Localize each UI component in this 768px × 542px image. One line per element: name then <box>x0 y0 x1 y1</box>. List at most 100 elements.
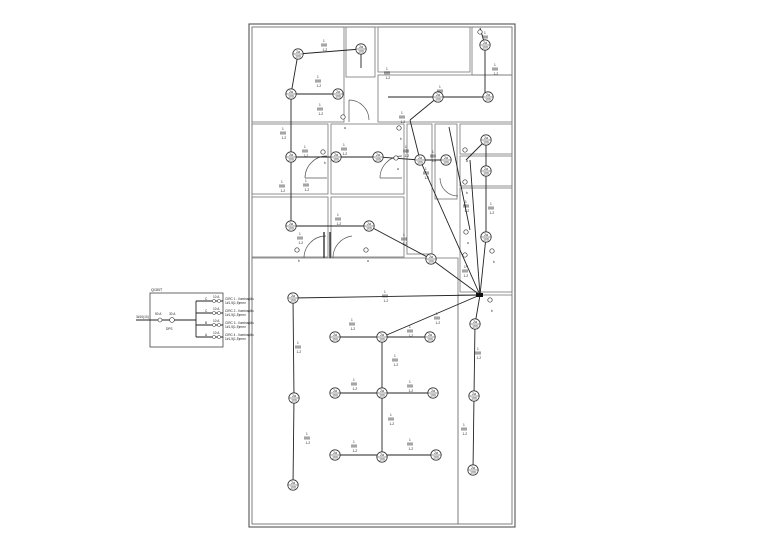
tick-circuit: 1 <box>409 325 411 329</box>
tick-circuit: 1 <box>319 103 321 107</box>
wire-tick-mark: 1 1-2 <box>407 380 413 393</box>
tick-circuit: 1 <box>384 290 386 294</box>
light-switch: b <box>320 149 326 165</box>
tick-tag: 1-2 <box>394 363 399 367</box>
wire-segment <box>381 294 481 338</box>
room-top-right-lower <box>377 74 513 123</box>
lamp-power: 100 <box>485 98 491 102</box>
tick-circuit: 1 <box>323 39 325 43</box>
switch-label: b <box>400 137 402 141</box>
lamp-point-id: 2a <box>483 41 487 45</box>
tick-tag: 1-2 <box>409 389 414 393</box>
lamp-point-id: 2a <box>289 90 293 94</box>
tick-circuit: 1 <box>394 354 396 358</box>
light-switch: a <box>463 229 469 245</box>
circuit-label: CIRC 1 - Iluminação <box>225 297 254 301</box>
tick-circuit: 1 <box>305 179 307 183</box>
circuit-breaker: 10 A <box>213 307 220 311</box>
tick-tag: 1-2 <box>436 321 441 325</box>
switch-label: b <box>298 259 300 263</box>
switch-icon <box>393 155 399 161</box>
lamp-power: 100 <box>358 50 364 54</box>
tick-circuit: 1 <box>409 380 411 384</box>
tick-tag: 1-2 <box>401 120 406 124</box>
wire-tick-mark: 11-2 <box>297 232 303 245</box>
tick-tag: 1-2 <box>464 274 469 278</box>
circuit-phase: C <box>205 309 208 313</box>
room-mid-center <box>330 123 405 195</box>
lamp-point-id: 2a <box>376 153 380 157</box>
lamp-power: 100 <box>427 338 433 342</box>
lamp-point-id: 2a <box>484 167 488 171</box>
door-1 <box>348 99 370 122</box>
lamp-power: 100 <box>482 46 488 50</box>
tick-circuit: 1 <box>390 413 392 417</box>
switch-label: a <box>367 259 369 263</box>
wire-tick-mark: 11-2 <box>315 75 321 88</box>
tick-tag: 1-2 <box>351 327 356 331</box>
circuit-cable: 1#1,5(1,5)mm² <box>225 313 246 317</box>
light-switch: a <box>462 147 468 163</box>
tick-tag: 1-2 <box>319 112 324 116</box>
light-switch: b <box>489 248 495 264</box>
tick-circuit: 1 <box>477 347 479 351</box>
circuit-cable: 1#1,5(1,5)mm² <box>225 301 246 305</box>
lamp-power: 100 <box>290 486 296 490</box>
wire-segment <box>292 397 295 486</box>
lamp-point-id: 2a <box>367 222 371 226</box>
wire-tick-mark: 11-2 <box>430 150 436 163</box>
switch-icon <box>294 247 300 253</box>
wire-segment <box>472 395 475 471</box>
switch-label: b <box>493 260 495 264</box>
panel-feeder: 3#10(10) <box>136 315 149 319</box>
main-hall-left <box>251 257 459 525</box>
tick-tag: 1-2 <box>282 136 287 140</box>
wire-tick-mark: 11-2 <box>434 312 440 325</box>
panel-main-breaker: 50 A <box>155 312 162 316</box>
tick-circuit: 1 <box>299 232 301 236</box>
lamp-point-id: 2a <box>334 153 338 157</box>
tick-tag: 1-2 <box>337 222 342 226</box>
wire-tick-mark: 11-2 <box>304 432 310 445</box>
room-stair <box>434 123 458 200</box>
tick-tag: 1-2 <box>317 84 322 88</box>
tick-tag: 1-2 <box>384 299 389 303</box>
switch-icon <box>396 125 402 131</box>
tick-tag: 1-2 <box>405 154 410 158</box>
lamp-power: 100 <box>379 394 385 398</box>
circuit-label: CIRC 2 - Iluminação <box>225 309 254 313</box>
switch-icon <box>477 29 483 35</box>
wire-tick-mark: 1 1-2 <box>317 103 323 116</box>
wire-segment <box>448 126 471 231</box>
main-hall-right <box>457 294 513 525</box>
tick-circuit: 1 <box>494 63 496 67</box>
lamp-point-id: 2a <box>380 453 384 457</box>
lamp-power: 100 <box>471 397 477 401</box>
light-switch: b <box>487 297 493 313</box>
lamp-power: 100 <box>483 172 489 176</box>
switch-icon <box>363 247 369 253</box>
lamp-point-id: 2a <box>296 50 300 54</box>
lamp-point-id: 2a <box>289 222 293 226</box>
wire-tick-mark: 11-2 <box>295 341 301 354</box>
junction-box <box>476 293 483 297</box>
wire-tick-mark: 11-2 <box>403 145 409 158</box>
circuit-breaker-icon <box>217 323 221 327</box>
wire-segment <box>469 159 481 296</box>
wire-segment <box>419 159 481 296</box>
lamp-power: 100 <box>295 55 301 59</box>
lamp-point-id: 2a <box>473 320 477 324</box>
lamp-point-id: 2a <box>429 255 433 259</box>
tick-circuit: 1 <box>337 213 339 217</box>
tick-tag: 1-2 <box>403 242 408 246</box>
door-5 <box>439 177 459 197</box>
